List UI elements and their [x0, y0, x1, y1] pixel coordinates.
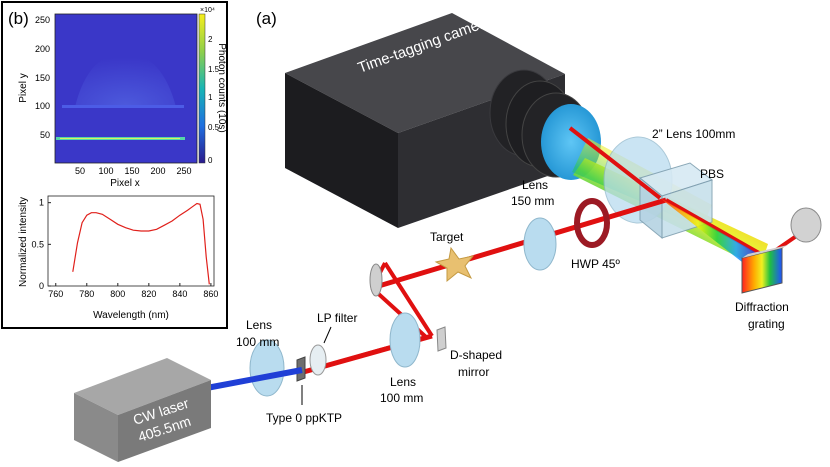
halo-edge: [62, 105, 184, 108]
grating-edge: [742, 245, 788, 258]
panel-a-label: (a): [256, 9, 277, 28]
mirror-right: [790, 207, 822, 243]
spectrum-series-line: [72, 202, 210, 285]
xtick-50: 50: [75, 166, 85, 176]
lp-filter-label: LP filter: [317, 311, 357, 325]
lens-100b-label-1: Lens: [390, 375, 416, 389]
cw-laser: CW laser 405.5nm: [74, 358, 211, 462]
ytick-150: 150: [35, 73, 50, 83]
spectrum-xtick-label: 780: [79, 289, 94, 299]
cbar-tick-2: 2: [208, 35, 213, 44]
panel-b-label: (b): [8, 9, 29, 28]
d-shaped-mirror: [436, 326, 447, 352]
lens-150mm: [523, 217, 557, 271]
spectrum-xlabel: Wavelength (nm): [93, 310, 169, 321]
ytick-100: 100: [35, 101, 50, 111]
diffraction-grating: Diffraction grating: [735, 245, 789, 331]
camera-image-plot: 250 200 150 100 50 50 100 150 200 250 Pi…: [18, 13, 198, 189]
xtick-200: 200: [150, 166, 165, 176]
pbs-cube: PBS: [638, 162, 724, 240]
colorbar-label: Photon counts (10s): [216, 43, 227, 133]
spectrum-stripe-core: [60, 138, 180, 139]
spectrum-xtick-label: 820: [141, 289, 156, 299]
cbar-tick-1.5: 1.5: [208, 65, 220, 74]
spectrum-ytick-label: 1: [39, 198, 44, 208]
ytick-200: 200: [35, 44, 50, 54]
spectrum-ylabel: Normalized intensity: [18, 197, 29, 287]
spectrum-xtick-label: 760: [48, 289, 63, 299]
spectrum-ticks: 760 780 800 820 840 860 1 0.5 0: [31, 198, 218, 299]
camera-front-face: [285, 73, 398, 228]
spectrum-xtick-label: 860: [203, 289, 218, 299]
lens-100a-label-1: Lens: [246, 318, 272, 332]
half-wave-plate: [574, 198, 610, 248]
xtick-150: 150: [124, 166, 139, 176]
cbar-tick-0: 0: [208, 156, 213, 165]
beam-segment-7: [665, 198, 767, 259]
lp-filter: [309, 344, 327, 376]
dmirror-label-1: D-shaped: [450, 348, 502, 362]
lens-100b-label-2: 100 mm: [380, 391, 423, 405]
spectrum-ytick-label: 0: [39, 281, 44, 291]
laser-top: [74, 358, 211, 415]
lens-100mm-signal: [389, 312, 421, 368]
spectrum-frame: [47, 195, 215, 287]
mirror-left: [369, 263, 383, 297]
beam-segment-9: [568, 126, 662, 200]
grating-label-1: Diffraction: [735, 300, 789, 314]
hwp-label: HWP 45º: [571, 257, 620, 271]
laser-front: [74, 393, 118, 462]
lens-150-label-1: Lens: [522, 178, 548, 192]
beam-segment-4: [371, 197, 667, 291]
lens-150-label-2: 150 mm: [511, 194, 554, 208]
beam-segment-2: [383, 261, 434, 338]
colorbar-exponent: ×10⁴: [200, 7, 215, 14]
lens-100a-label-2: 100 mm: [236, 335, 279, 349]
image-xlabel: Pixel x: [110, 178, 139, 189]
laser-side: [118, 380, 211, 462]
pump-beam: [195, 367, 303, 393]
image-ylabel: Pixel y: [18, 73, 29, 102]
xtick-100: 100: [98, 166, 113, 176]
cbar-tick-1: 1: [208, 93, 213, 102]
ytick-50: 50: [40, 130, 50, 140]
colorbar: ×10⁴ 2 1.5 1 0.5 0 Photon counts (10s): [198, 7, 227, 165]
camera-top-face: [285, 13, 565, 133]
two-inch-lens-label: 2” Lens 100mm: [652, 127, 735, 141]
dmirror-label-2: mirror: [458, 365, 489, 379]
pbs-label: PBS: [700, 167, 724, 181]
lp-filter-arrow: [323, 326, 332, 344]
spectrum-ytick-label: 0.5: [31, 239, 44, 249]
xtick-250: 250: [176, 166, 191, 176]
image-frame: [54, 13, 198, 164]
time-tagging-camera: Time-tagging camera: [285, 12, 601, 228]
ring-halo: [75, 52, 176, 107]
lens-100mm-pump: [249, 339, 285, 397]
cbar-tick-0.5: 0.5: [208, 123, 220, 132]
ppktp-label: Type 0 ppKTP: [266, 411, 342, 425]
target-label: Target: [430, 230, 464, 244]
grating-cone: [660, 198, 755, 262]
grating-label-2: grating: [748, 317, 785, 331]
ytick-250: 250: [35, 15, 50, 25]
colorbar-gradient: [198, 13, 206, 164]
spectrum-xtick-label: 800: [110, 289, 125, 299]
target-object: [434, 246, 475, 283]
spectrum-xtick-label: 840: [172, 289, 187, 299]
